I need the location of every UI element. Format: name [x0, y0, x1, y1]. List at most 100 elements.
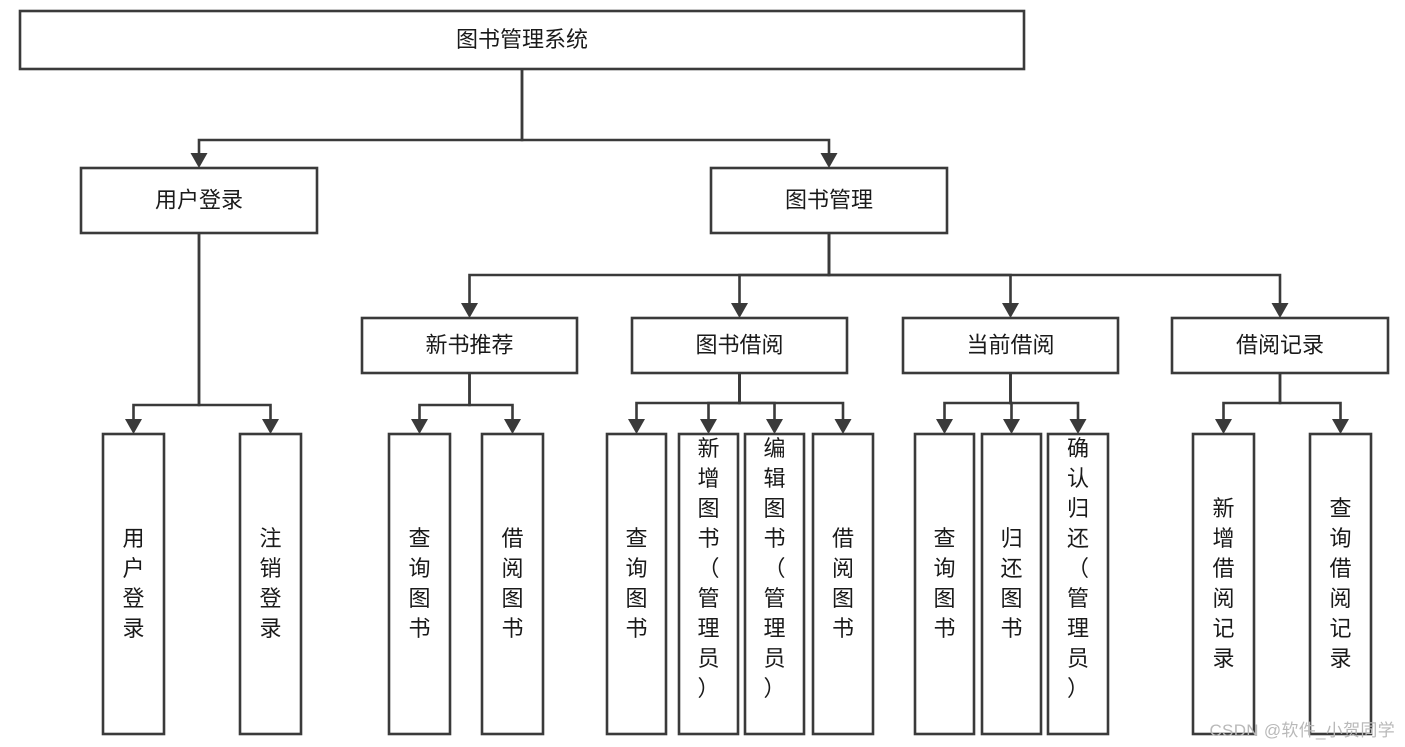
arrow-head-icon	[1003, 419, 1020, 434]
node-box-book-borrow	[630, 316, 849, 375]
edge-current-borrow-to-leaf-query-book-3	[936, 373, 1012, 434]
edge-line	[943, 373, 1012, 421]
node-label-book-borrow: 图书借阅	[695, 332, 783, 357]
arrow-head-icon	[1271, 303, 1289, 318]
node-label-leaf-add-record: 新增借阅记录	[1212, 496, 1234, 671]
edge-line	[827, 233, 1012, 305]
node-box-current-borrow	[901, 316, 1120, 375]
node-label-leaf-query-record: 查询借阅记录	[1329, 496, 1351, 671]
node-label-leaf-logout: 注销登录	[259, 526, 281, 641]
node-box-leaf-return-book	[980, 432, 1043, 736]
edge-line	[827, 233, 1282, 305]
arrow-head-icon	[262, 419, 279, 434]
arrow-head-icon	[1215, 419, 1232, 434]
node-box-leaf-query-record	[1308, 432, 1373, 736]
arrow-head-icon	[504, 419, 521, 434]
node-root[interactable]: 图书管理系统	[18, 9, 1026, 71]
node-label-leaf-return-book: 归还图书	[1000, 526, 1022, 641]
edge-current-borrow-to-leaf-confirm-return-admin	[1009, 373, 1087, 434]
edge-borrow-record-to-leaf-query-record	[1278, 373, 1349, 434]
edge-line	[418, 373, 471, 421]
edge-line	[707, 373, 741, 421]
node-leaf-add-book-admin[interactable]: 新增图书（管理员）	[677, 432, 740, 736]
edge-line	[738, 233, 831, 305]
arrow-head-icon	[628, 419, 645, 434]
edge-line	[738, 373, 776, 421]
node-box-leaf-add-record	[1191, 432, 1256, 736]
connector-edges	[125, 69, 1349, 434]
node-box-borrow-record	[1170, 316, 1390, 375]
diagram-nodes: 图书管理系统用户登录图书管理新书推荐图书借阅当前借阅借阅记录用户登录注销登录查询…	[18, 9, 1390, 736]
node-box-user-login	[79, 166, 319, 235]
node-box-leaf-query-book-1	[387, 432, 452, 736]
node-leaf-confirm-return-admin[interactable]: 确认归还（管理员）	[1046, 432, 1110, 736]
node-leaf-return-book[interactable]: 归还图书	[980, 432, 1043, 736]
arrow-head-icon	[731, 303, 748, 318]
arrow-head-icon	[766, 419, 783, 434]
node-box-book-manage	[709, 166, 949, 235]
node-borrow-record[interactable]: 借阅记录	[1170, 316, 1390, 375]
node-leaf-query-book-3[interactable]: 查询图书	[913, 432, 976, 736]
node-leaf-user-login[interactable]: 用户登录	[101, 432, 166, 736]
edge-line	[1009, 373, 1080, 421]
arrow-head-icon	[1069, 419, 1087, 434]
node-label-new-book-recommend: 新书推荐	[425, 332, 513, 357]
arrow-head-icon	[411, 419, 428, 434]
arrow-head-icon	[1002, 303, 1019, 318]
node-label-leaf-query-book-1: 查询图书	[408, 526, 430, 641]
node-label-leaf-borrow-book-1: 借阅图书	[501, 526, 523, 641]
node-label-leaf-confirm-return-admin: 确认归还（管理员）	[1067, 436, 1089, 701]
node-label-current-borrow: 当前借阅	[966, 332, 1054, 357]
edge-line	[468, 233, 831, 305]
edge-book-manage-to-book-borrow	[731, 233, 831, 318]
edge-new-book-recommend-to-leaf-borrow-book-1	[468, 373, 521, 434]
node-leaf-edit-book-admin[interactable]: 编辑图书（管理员）	[743, 432, 806, 736]
edge-borrow-record-to-leaf-add-record	[1215, 373, 1282, 434]
node-box-leaf-edit-book-admin	[743, 432, 806, 736]
node-box-leaf-borrow-book-2	[811, 432, 875, 736]
node-box-leaf-query-book-3	[913, 432, 976, 736]
node-leaf-borrow-book-2[interactable]: 借阅图书	[811, 432, 875, 736]
edge-user-login-to-leaf-user-login	[125, 233, 201, 434]
arrow-head-icon	[936, 419, 953, 434]
edge-line	[197, 69, 524, 155]
node-label-leaf-edit-book-admin: 编辑图书（管理员）	[763, 436, 785, 701]
edge-line	[1222, 373, 1282, 421]
node-leaf-query-record[interactable]: 查询借阅记录	[1308, 432, 1373, 736]
arrow-head-icon	[461, 303, 478, 318]
node-label-borrow-record: 借阅记录	[1236, 332, 1324, 357]
node-new-book-recommend[interactable]: 新书推荐	[360, 316, 579, 375]
node-leaf-borrow-book-1[interactable]: 借阅图书	[480, 432, 545, 736]
arrow-head-icon	[834, 419, 852, 434]
edge-user-login-to-leaf-logout	[197, 233, 279, 434]
edge-line	[132, 233, 201, 421]
edge-root-to-book-manage	[520, 69, 838, 168]
edge-line	[520, 69, 831, 155]
node-leaf-logout[interactable]: 注销登录	[238, 432, 303, 736]
node-label-leaf-add-book-admin: 新增图书（管理员）	[697, 436, 719, 701]
node-leaf-query-book-2[interactable]: 查询图书	[605, 432, 668, 736]
node-label-leaf-query-book-2: 查询图书	[625, 526, 647, 641]
node-box-leaf-confirm-return-admin	[1046, 432, 1110, 736]
node-label-leaf-user-login: 用户登录	[122, 526, 144, 641]
edge-new-book-recommend-to-leaf-query-book-1	[411, 373, 471, 434]
node-book-borrow[interactable]: 图书借阅	[630, 316, 849, 375]
edge-line	[1278, 373, 1342, 421]
edge-line	[738, 373, 845, 421]
node-box-root	[18, 9, 1026, 71]
node-leaf-query-book-1[interactable]: 查询图书	[387, 432, 452, 736]
node-current-borrow[interactable]: 当前借阅	[901, 316, 1120, 375]
node-box-leaf-logout	[238, 432, 303, 736]
node-leaf-add-record[interactable]: 新增借阅记录	[1191, 432, 1256, 736]
arrow-head-icon	[1332, 419, 1349, 434]
node-box-leaf-user-login	[101, 432, 166, 736]
node-user-login[interactable]: 用户登录	[79, 166, 319, 235]
arrow-head-icon	[125, 419, 142, 434]
node-book-manage[interactable]: 图书管理	[709, 166, 949, 235]
edge-line	[468, 373, 514, 421]
edge-line	[635, 373, 741, 421]
arrow-head-icon	[820, 153, 838, 168]
node-label-book-manage: 图书管理	[785, 187, 873, 212]
